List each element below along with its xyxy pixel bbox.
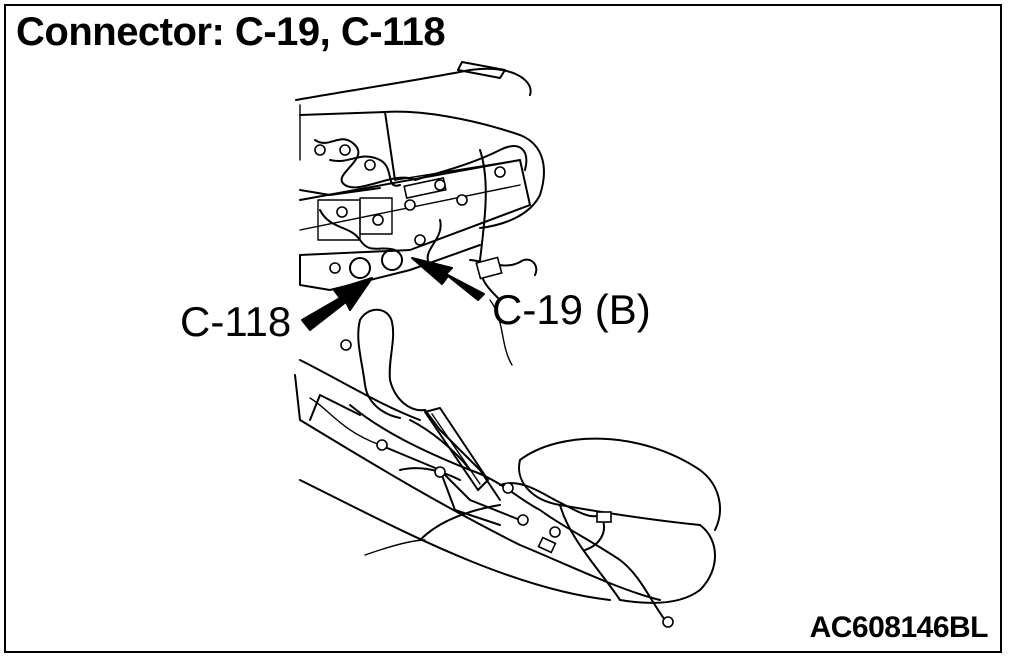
- figure-code: AC608146BL: [809, 611, 989, 644]
- center-console: [294, 359, 661, 601]
- figure-frame: [4, 4, 1002, 653]
- c118-pointer-arrow: [301, 277, 373, 331]
- armrest-console-box: [518, 437, 721, 604]
- parking-brake-lever: [424, 407, 489, 491]
- c118-label: C-118: [180, 298, 292, 345]
- dashboard-outline: [295, 61, 545, 229]
- console-wiring: [340, 339, 674, 628]
- shift-lever: [357, 308, 426, 419]
- c19-pointer-arrow: [411, 257, 485, 301]
- c19-label: C-19 (B): [492, 286, 651, 333]
- figure-title: Connector: C-19, C-118: [16, 10, 446, 54]
- dash-wiring: [299, 138, 538, 366]
